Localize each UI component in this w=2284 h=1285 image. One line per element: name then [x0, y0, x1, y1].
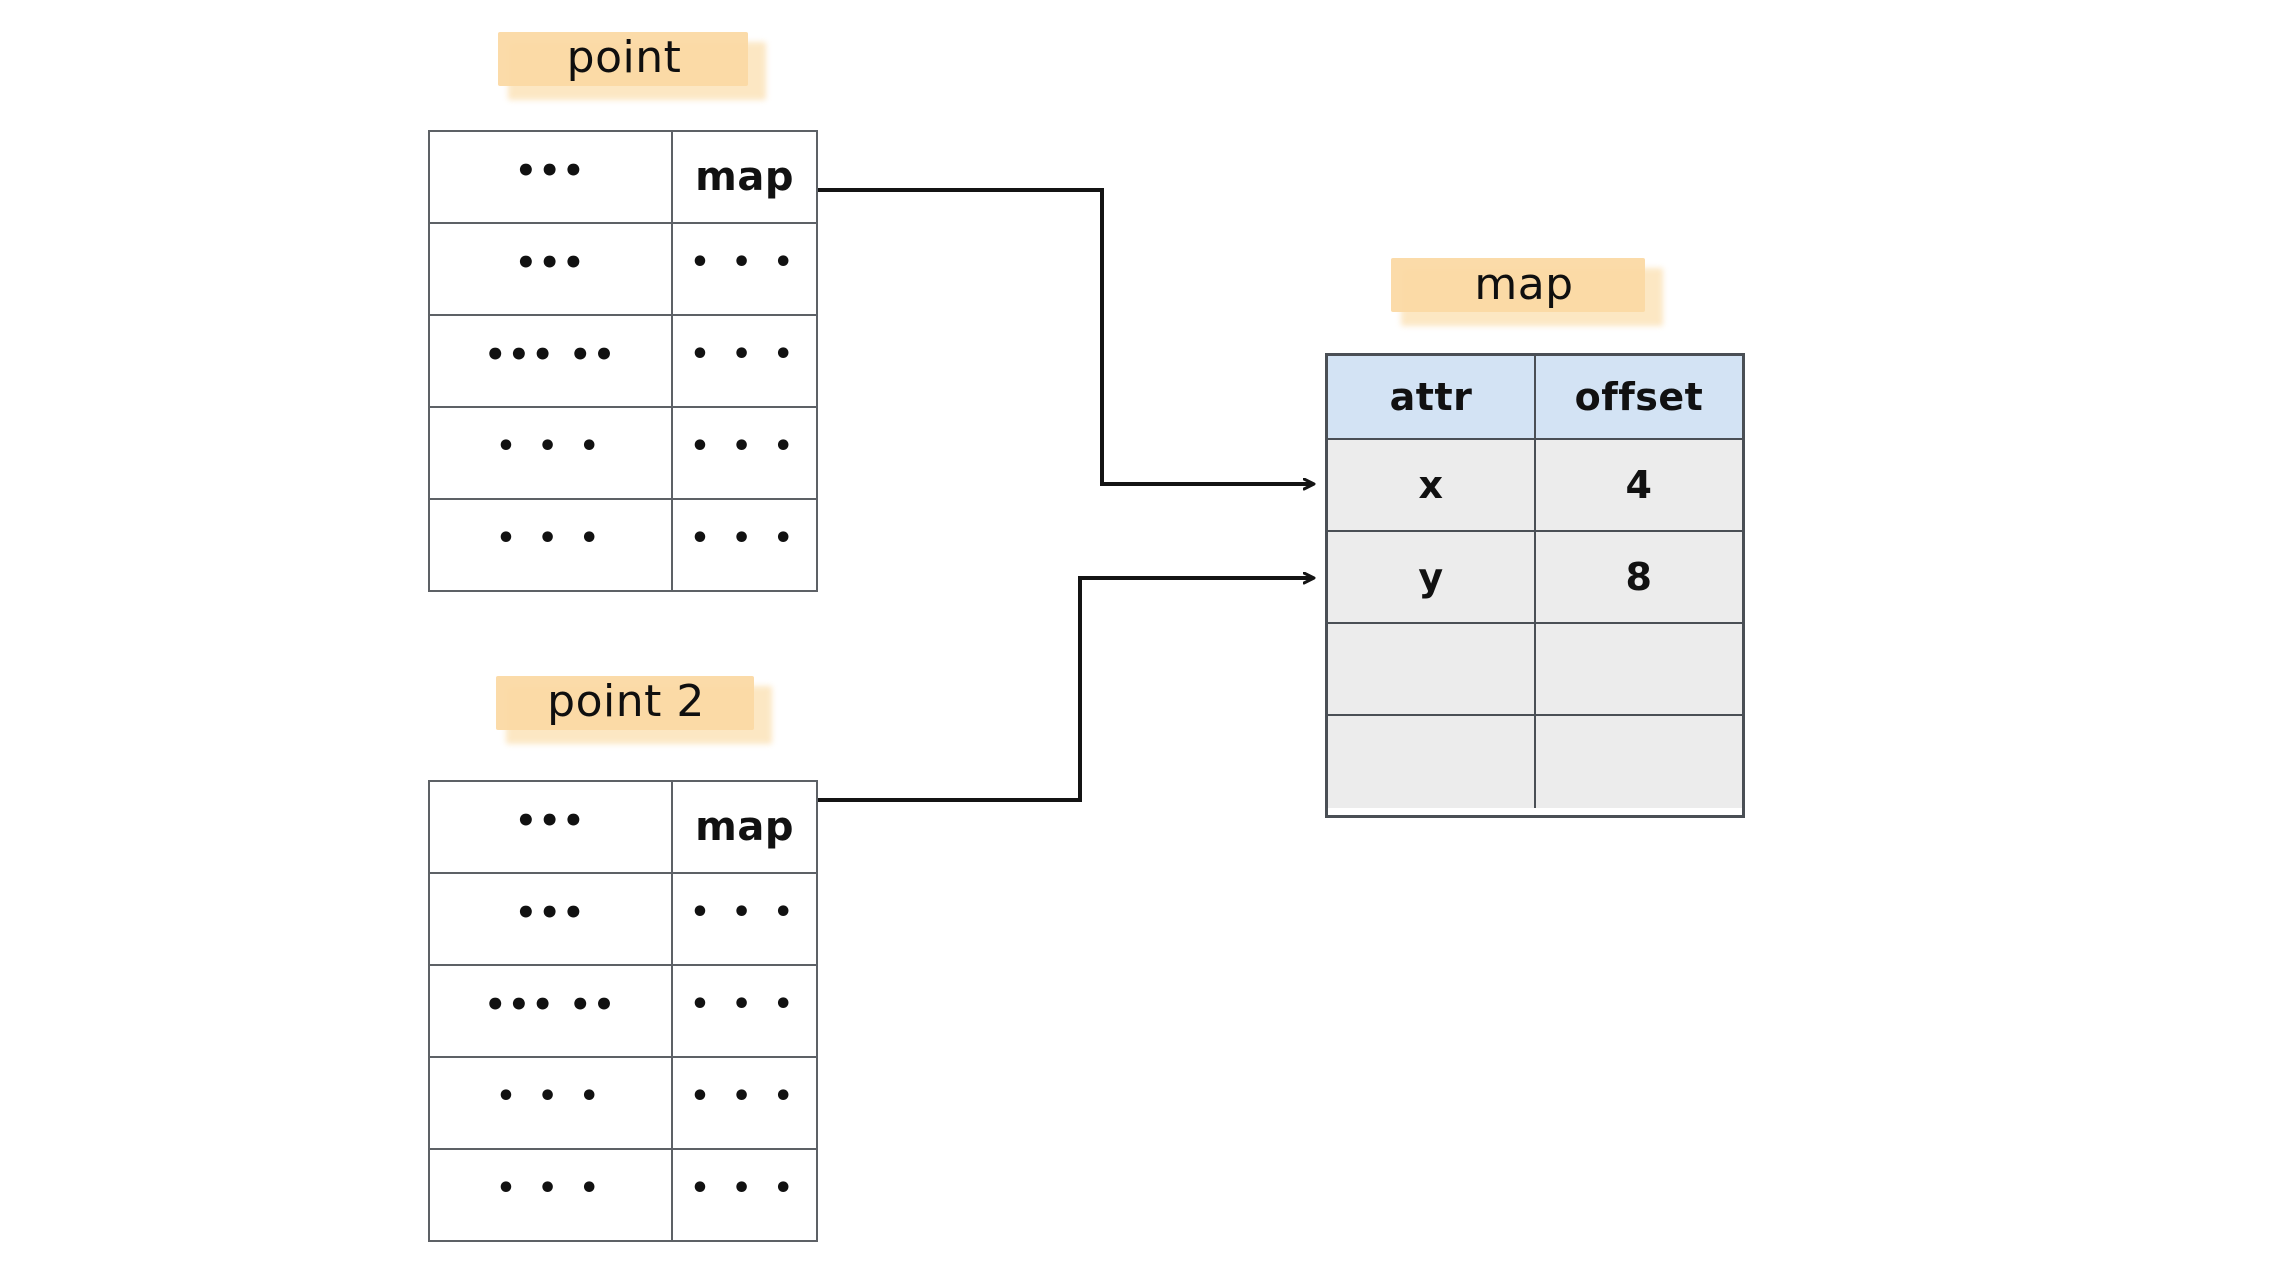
- struct-cell-text: • • •: [690, 895, 799, 930]
- struct-cell-text: • • •: [496, 521, 605, 556]
- map-header-offset: offset: [1574, 375, 1704, 419]
- struct-cell-text: • • •: [496, 1171, 605, 1206]
- struct-cell-text: ••• ••: [484, 335, 617, 375]
- struct-cell-value: • • •: [673, 224, 816, 314]
- struct-cell-text: • • •: [496, 1079, 605, 1114]
- table-row: [1328, 716, 1742, 808]
- map-cell-attr: [1328, 716, 1536, 808]
- struct-cell-field: •••: [430, 132, 674, 222]
- struct-cell-field: • • •: [430, 1058, 674, 1148]
- struct-cell-field: ••• ••: [430, 316, 674, 406]
- struct-cell-value: • • •: [673, 500, 816, 590]
- map-label-text: map: [1474, 258, 1574, 310]
- struct-cell-text: •••: [514, 801, 587, 841]
- struct-cell-value: • • •: [673, 966, 816, 1056]
- table-row: ••• map: [430, 782, 816, 874]
- struct-cell-text: map: [695, 804, 794, 850]
- map-cell-attr: y: [1328, 532, 1536, 622]
- struct-cell-value: • • •: [673, 874, 816, 964]
- struct-cell-value-map: map: [673, 782, 816, 872]
- struct-cell-text: map: [695, 154, 794, 200]
- table-row: ••• • • •: [430, 224, 816, 316]
- map-cell-offset: 8: [1625, 555, 1653, 599]
- struct-cell-field: •••: [430, 224, 674, 314]
- table-row: • • • • • •: [430, 1150, 816, 1240]
- table-row: ••• •• • • •: [430, 316, 816, 408]
- map-header-attr: attr: [1328, 356, 1536, 438]
- table-row: x 4: [1328, 440, 1742, 532]
- struct-cell-text: ••• ••: [484, 985, 617, 1025]
- table-row: • • • • • •: [430, 408, 816, 500]
- map-label-highlight-front: [1391, 258, 1645, 312]
- table-row: ••• • • •: [430, 874, 816, 966]
- map-cell-offset: [1536, 624, 1742, 714]
- map-cell-attr: x: [1328, 440, 1536, 530]
- struct-cell-text: • • •: [690, 521, 799, 556]
- struct-cell-text: • • •: [690, 337, 799, 372]
- table-row: ••• •• • • •: [430, 966, 816, 1058]
- map-cell-offset: [1536, 716, 1742, 808]
- struct-cell-text: • • •: [496, 429, 605, 464]
- struct-table-point: ••• map ••• • • • ••• •• • • • • •: [428, 130, 818, 592]
- map-label-badge: map: [1387, 250, 1677, 338]
- point2-label-highlight-front: [496, 676, 754, 730]
- table-row: ••• map: [430, 132, 816, 224]
- map-cell-offset: 4: [1625, 463, 1653, 507]
- point2-label-badge: point 2: [496, 668, 776, 754]
- struct-cell-value: • • •: [673, 1150, 816, 1240]
- struct-cell-value: • • •: [673, 408, 816, 498]
- struct-cell-text: • • •: [690, 1171, 799, 1206]
- struct-cell-field: • • •: [430, 500, 674, 590]
- map-table-header-row: attr offset: [1328, 356, 1742, 440]
- connector-point-to-map-x: [818, 188, 1312, 484]
- point-label-badge: point: [498, 24, 766, 110]
- struct-cell-text: •••: [514, 893, 587, 933]
- map-cell-attr: [1328, 624, 1536, 714]
- table-row: [1328, 624, 1742, 716]
- struct-cell-text: •••: [514, 151, 587, 191]
- point2-label-text: point 2: [547, 675, 705, 727]
- struct-cell-text: • • •: [690, 1079, 799, 1114]
- point-label-text: point: [566, 31, 682, 83]
- connector-point2-to-map-y: [818, 578, 1312, 802]
- struct-cell-value: • • •: [673, 316, 816, 406]
- table-row: • • • • • •: [430, 1058, 816, 1150]
- table-row: y 8: [1328, 532, 1742, 624]
- struct-cell-field: • • •: [430, 1150, 674, 1240]
- point-label-highlight-front: [498, 32, 748, 86]
- struct-cell-field: •••: [430, 874, 674, 964]
- struct-cell-field: • • •: [430, 408, 674, 498]
- struct-table-point2: ••• map ••• • • • ••• •• • • • • •: [428, 780, 818, 1242]
- struct-cell-text: • • •: [690, 429, 799, 464]
- struct-cell-text: • • •: [690, 987, 799, 1022]
- map-table: attr offset x 4 y 8: [1325, 353, 1745, 818]
- table-row: • • • • • •: [430, 500, 816, 590]
- struct-cell-value: • • •: [673, 1058, 816, 1148]
- struct-cell-field: ••• ••: [430, 966, 674, 1056]
- struct-cell-field: •••: [430, 782, 674, 872]
- struct-cell-text: • • •: [690, 245, 799, 280]
- struct-cell-text: •••: [514, 243, 587, 283]
- struct-cell-value-map: map: [673, 132, 816, 222]
